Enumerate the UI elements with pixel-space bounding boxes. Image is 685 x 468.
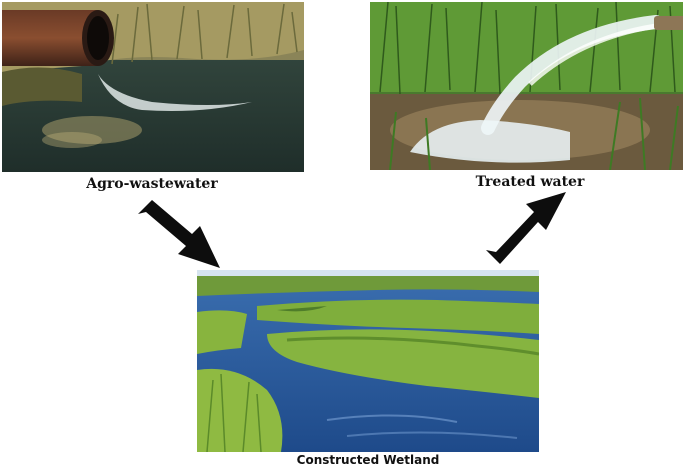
arrow-to-wetland xyxy=(138,200,220,268)
arrow-to-treated-water xyxy=(486,192,566,264)
treated-water-label: Treated water xyxy=(475,174,585,190)
constructed-wetland-photo xyxy=(197,270,539,452)
treated-water-photo xyxy=(370,2,683,170)
arrow-in-shape xyxy=(138,200,220,268)
constructed-wetland-label: Constructed Wetland xyxy=(296,453,440,467)
agro-wastewater-photo xyxy=(2,2,304,172)
agro-wastewater-label: Agro-wastewater xyxy=(86,176,218,192)
arrow-out-shape xyxy=(486,192,566,264)
